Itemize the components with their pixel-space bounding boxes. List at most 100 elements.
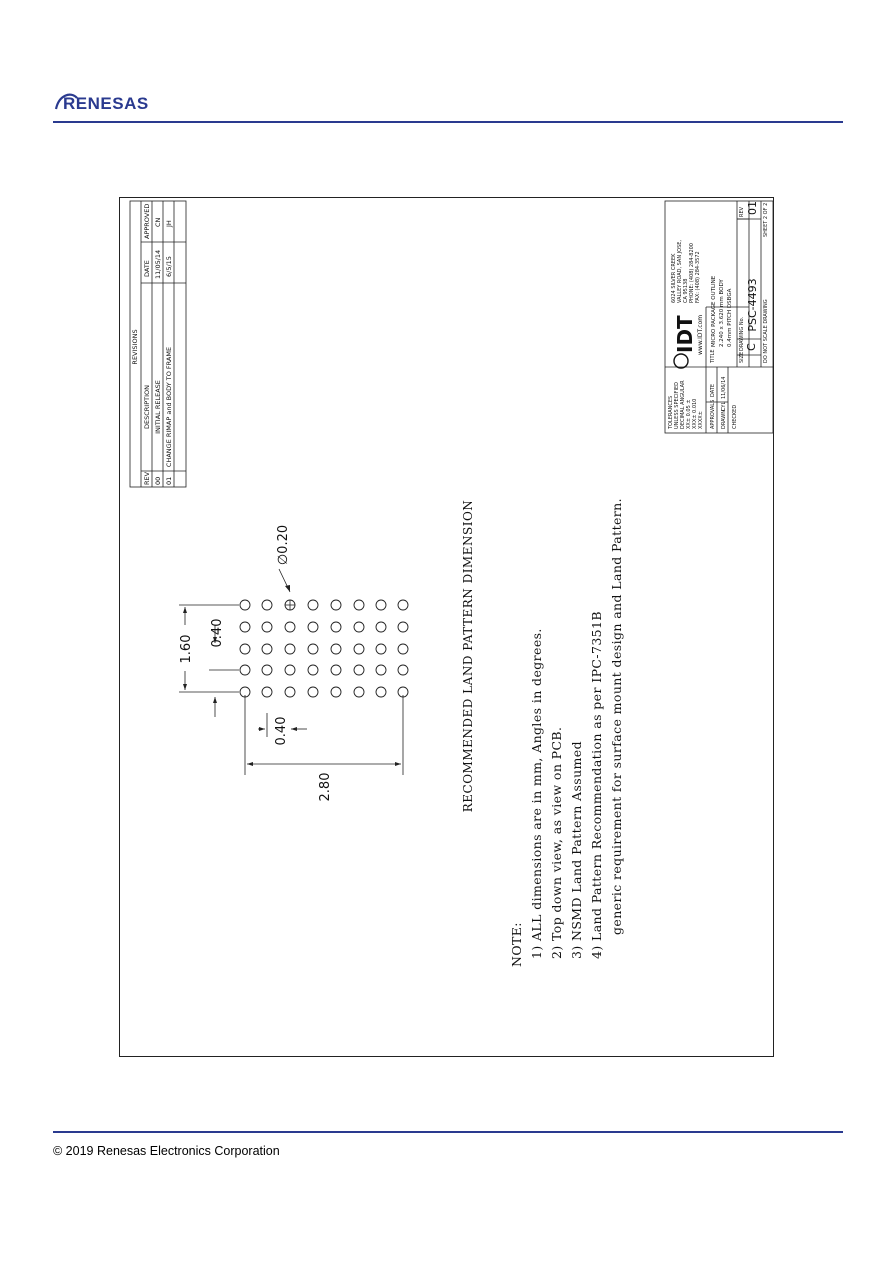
approved-header: APPROVED (143, 204, 151, 239)
address-line-0: 6024 SILVER CREEK (671, 253, 677, 303)
land-pad (375, 686, 387, 698)
tol-line-0: TOLERANCES (668, 396, 674, 430)
rev-header: REV (143, 471, 151, 485)
size-value: C (745, 343, 758, 351)
drawing-no-label: DRAWING No. (739, 316, 745, 351)
land-pad (307, 621, 319, 633)
title-line-2: 0.4mm PITCH DSBGA (727, 288, 733, 347)
drawn-by: CYL (721, 402, 727, 411)
land-pad (353, 686, 365, 698)
land-pad (239, 621, 251, 633)
note-1: 1) ALL dimensions are in mm, Angles in d… (529, 628, 544, 959)
address-line-3: PHONE: (408) 284-8200 (689, 243, 695, 303)
title-block (664, 200, 774, 434)
approved-row-1: JH (165, 220, 173, 228)
package-drawing: REVISIONS REV DESCRIPTION DATE APPROVED … (119, 197, 774, 1057)
rev-label: REV (739, 206, 745, 217)
land-pad (330, 664, 342, 676)
date-row-1: 6/5/15 (165, 256, 173, 277)
tol-line-3: XX± 0.05 ± (686, 399, 692, 429)
checked-label: CHECKED (732, 405, 738, 429)
description-row-0: INITIAL RELEASE (154, 380, 162, 434)
address-line-1: VALLEY ROAD, SAN JOSE, (677, 240, 683, 303)
rev-row-0: 00 (154, 477, 162, 485)
land-pad (330, 643, 342, 655)
land-pad (284, 664, 296, 676)
revisions-table (129, 200, 187, 488)
land-pad (284, 686, 296, 698)
tol-line-4: XXX± 0.010 (692, 399, 698, 429)
date-row-0: 11/05/14 (154, 250, 162, 279)
note-2: 2) Top down view, as view on PCB. (549, 727, 564, 959)
logo-text: RENESAS (63, 94, 149, 113)
dim-pitch-y-label: 0.40 (210, 619, 225, 648)
revisions-title: REVISIONS (131, 329, 139, 364)
land-pad (375, 643, 387, 655)
land-pad (397, 643, 409, 655)
land-pad (397, 621, 409, 633)
land-pad (307, 664, 319, 676)
land-pad (307, 643, 319, 655)
land-pad (307, 686, 319, 698)
land-pad (330, 686, 342, 698)
description-header: DESCRIPTION (143, 385, 151, 429)
rev-value: 01 (746, 201, 759, 215)
dimension-lines (179, 568, 404, 775)
copyright-text: © 2019 Renesas Electronics Corporation (53, 1144, 280, 1158)
land-pad (239, 643, 251, 655)
address-line-4: FAX: (408) 284-3572 (695, 251, 701, 303)
land-pad (284, 621, 296, 633)
title-line-0: MICRO PACKAGE OUTLINE (711, 275, 717, 347)
dim-pad-label: ∅0.20 (276, 525, 291, 565)
scale-note: DO NOT SCALE DRAWING (763, 299, 769, 363)
land-pad (375, 621, 387, 633)
drawn-date: 11/06/14 (721, 377, 727, 399)
dim-height-label: 1.60 (179, 635, 194, 664)
land-pad (307, 599, 319, 611)
land-pattern-title: RECOMMENDED LAND PATTERN DIMENSION (461, 500, 475, 813)
land-pad (397, 599, 409, 611)
land-pad (284, 643, 296, 655)
land-pad (353, 599, 365, 611)
approvals-label: APPROVALS (710, 400, 716, 429)
rev-row-1: 01 (165, 477, 173, 485)
land-pad (239, 664, 251, 676)
note-4-continued: generic requirement for surface mount de… (609, 498, 624, 935)
land-pad (353, 643, 365, 655)
website: www.IDT.com (697, 315, 704, 355)
description-row-1: CHANGE RIMAP and BODY TO FRAME (165, 347, 173, 467)
land-pad (261, 686, 273, 698)
note-4: 4) Land Pattern Recommendation as per IP… (589, 611, 604, 959)
land-pad (239, 599, 251, 611)
sheet-number: SHEET 2 OF 2 (763, 203, 769, 237)
renesas-logo: RENESAS (54, 93, 149, 113)
drawing-number: PSC-4493 (746, 278, 759, 331)
tol-line-2: DECIMAL ANGULAR (680, 380, 686, 429)
header-rule (53, 121, 843, 123)
address-line-2: CA 95138 (683, 279, 689, 303)
idt-logo-text: IDT (673, 315, 697, 353)
title-label: TITLE (710, 349, 716, 364)
land-pad (353, 664, 365, 676)
approved-row-0: CN (154, 217, 162, 227)
land-pad (261, 621, 273, 633)
land-pad (375, 664, 387, 676)
title-line-1: 2.240 x 3.620 mm BODY (719, 279, 725, 347)
land-pad (330, 621, 342, 633)
dim-pitch-x-label: 0.40 (274, 717, 289, 746)
pad-grid (239, 599, 409, 698)
footer-rule (53, 1131, 843, 1133)
note-3: 3) NSMD Land Pattern Assumed (569, 741, 584, 959)
idt-logo-icon (673, 353, 689, 369)
tol-line-1: UNLESS SPECIFIED (674, 382, 680, 429)
land-pad (375, 599, 387, 611)
land-pad (261, 664, 273, 676)
land-pad (261, 643, 273, 655)
dim-width-label: 2.80 (318, 773, 333, 802)
dimension-arrows (183, 585, 401, 766)
land-pad (261, 599, 273, 611)
land-pad (397, 664, 409, 676)
drawn-label: DRAWN (721, 410, 727, 429)
land-pad (330, 599, 342, 611)
size-label: SIZE (739, 352, 745, 363)
